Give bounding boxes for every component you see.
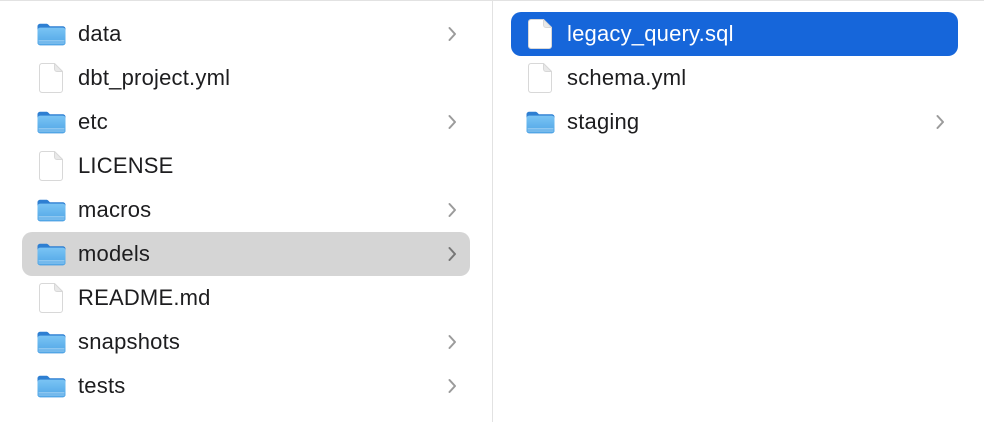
chevron-right-icon xyxy=(446,24,458,44)
item-label: schema.yml xyxy=(567,65,687,90)
document-icon xyxy=(525,63,555,93)
chevron-right-icon xyxy=(446,332,458,352)
item-label: README.md xyxy=(78,285,211,310)
item-label: staging xyxy=(567,109,640,134)
chevron-right-icon xyxy=(934,112,946,132)
item-label: models xyxy=(78,241,151,266)
folder-icon xyxy=(525,110,555,134)
list-item[interactable]: tests xyxy=(22,364,470,408)
item-label: tests xyxy=(78,373,126,398)
list-item[interactable]: staging xyxy=(511,100,958,144)
folder-icon xyxy=(36,330,66,354)
item-label: dbt_project.yml xyxy=(78,65,231,90)
item-label: data xyxy=(78,21,122,46)
document-icon xyxy=(525,19,555,49)
item-label: legacy_query.sql xyxy=(567,21,734,46)
item-label: LICENSE xyxy=(78,153,174,178)
document-icon xyxy=(36,283,66,313)
chevron-right-icon xyxy=(446,112,458,132)
list-item[interactable]: models xyxy=(22,232,470,276)
list-item[interactable]: etc xyxy=(22,100,470,144)
item-label: etc xyxy=(78,109,108,134)
chevron-right-icon xyxy=(446,200,458,220)
folder-icon xyxy=(36,22,66,46)
chevron-right-icon xyxy=(446,376,458,396)
column-models-directory: legacy_query.sql schema.yml staging xyxy=(492,1,984,422)
folder-icon xyxy=(36,242,66,266)
list-item[interactable]: schema.yml xyxy=(511,56,958,100)
item-label: snapshots xyxy=(78,329,181,354)
list-item[interactable]: LICENSE xyxy=(22,144,470,188)
document-icon xyxy=(36,63,66,93)
folder-icon xyxy=(36,198,66,222)
list-item[interactable]: macros xyxy=(22,188,470,232)
document-icon xyxy=(36,151,66,181)
chevron-right-icon xyxy=(446,244,458,264)
folder-icon xyxy=(36,110,66,134)
list-item[interactable]: data xyxy=(22,12,470,56)
list-item[interactable]: legacy_query.sql xyxy=(511,12,958,56)
folder-icon xyxy=(36,374,66,398)
list-item[interactable]: README.md xyxy=(22,276,470,320)
item-label: macros xyxy=(78,197,152,222)
list-item[interactable]: snapshots xyxy=(22,320,470,364)
list-item[interactable]: dbt_project.yml xyxy=(22,56,470,100)
